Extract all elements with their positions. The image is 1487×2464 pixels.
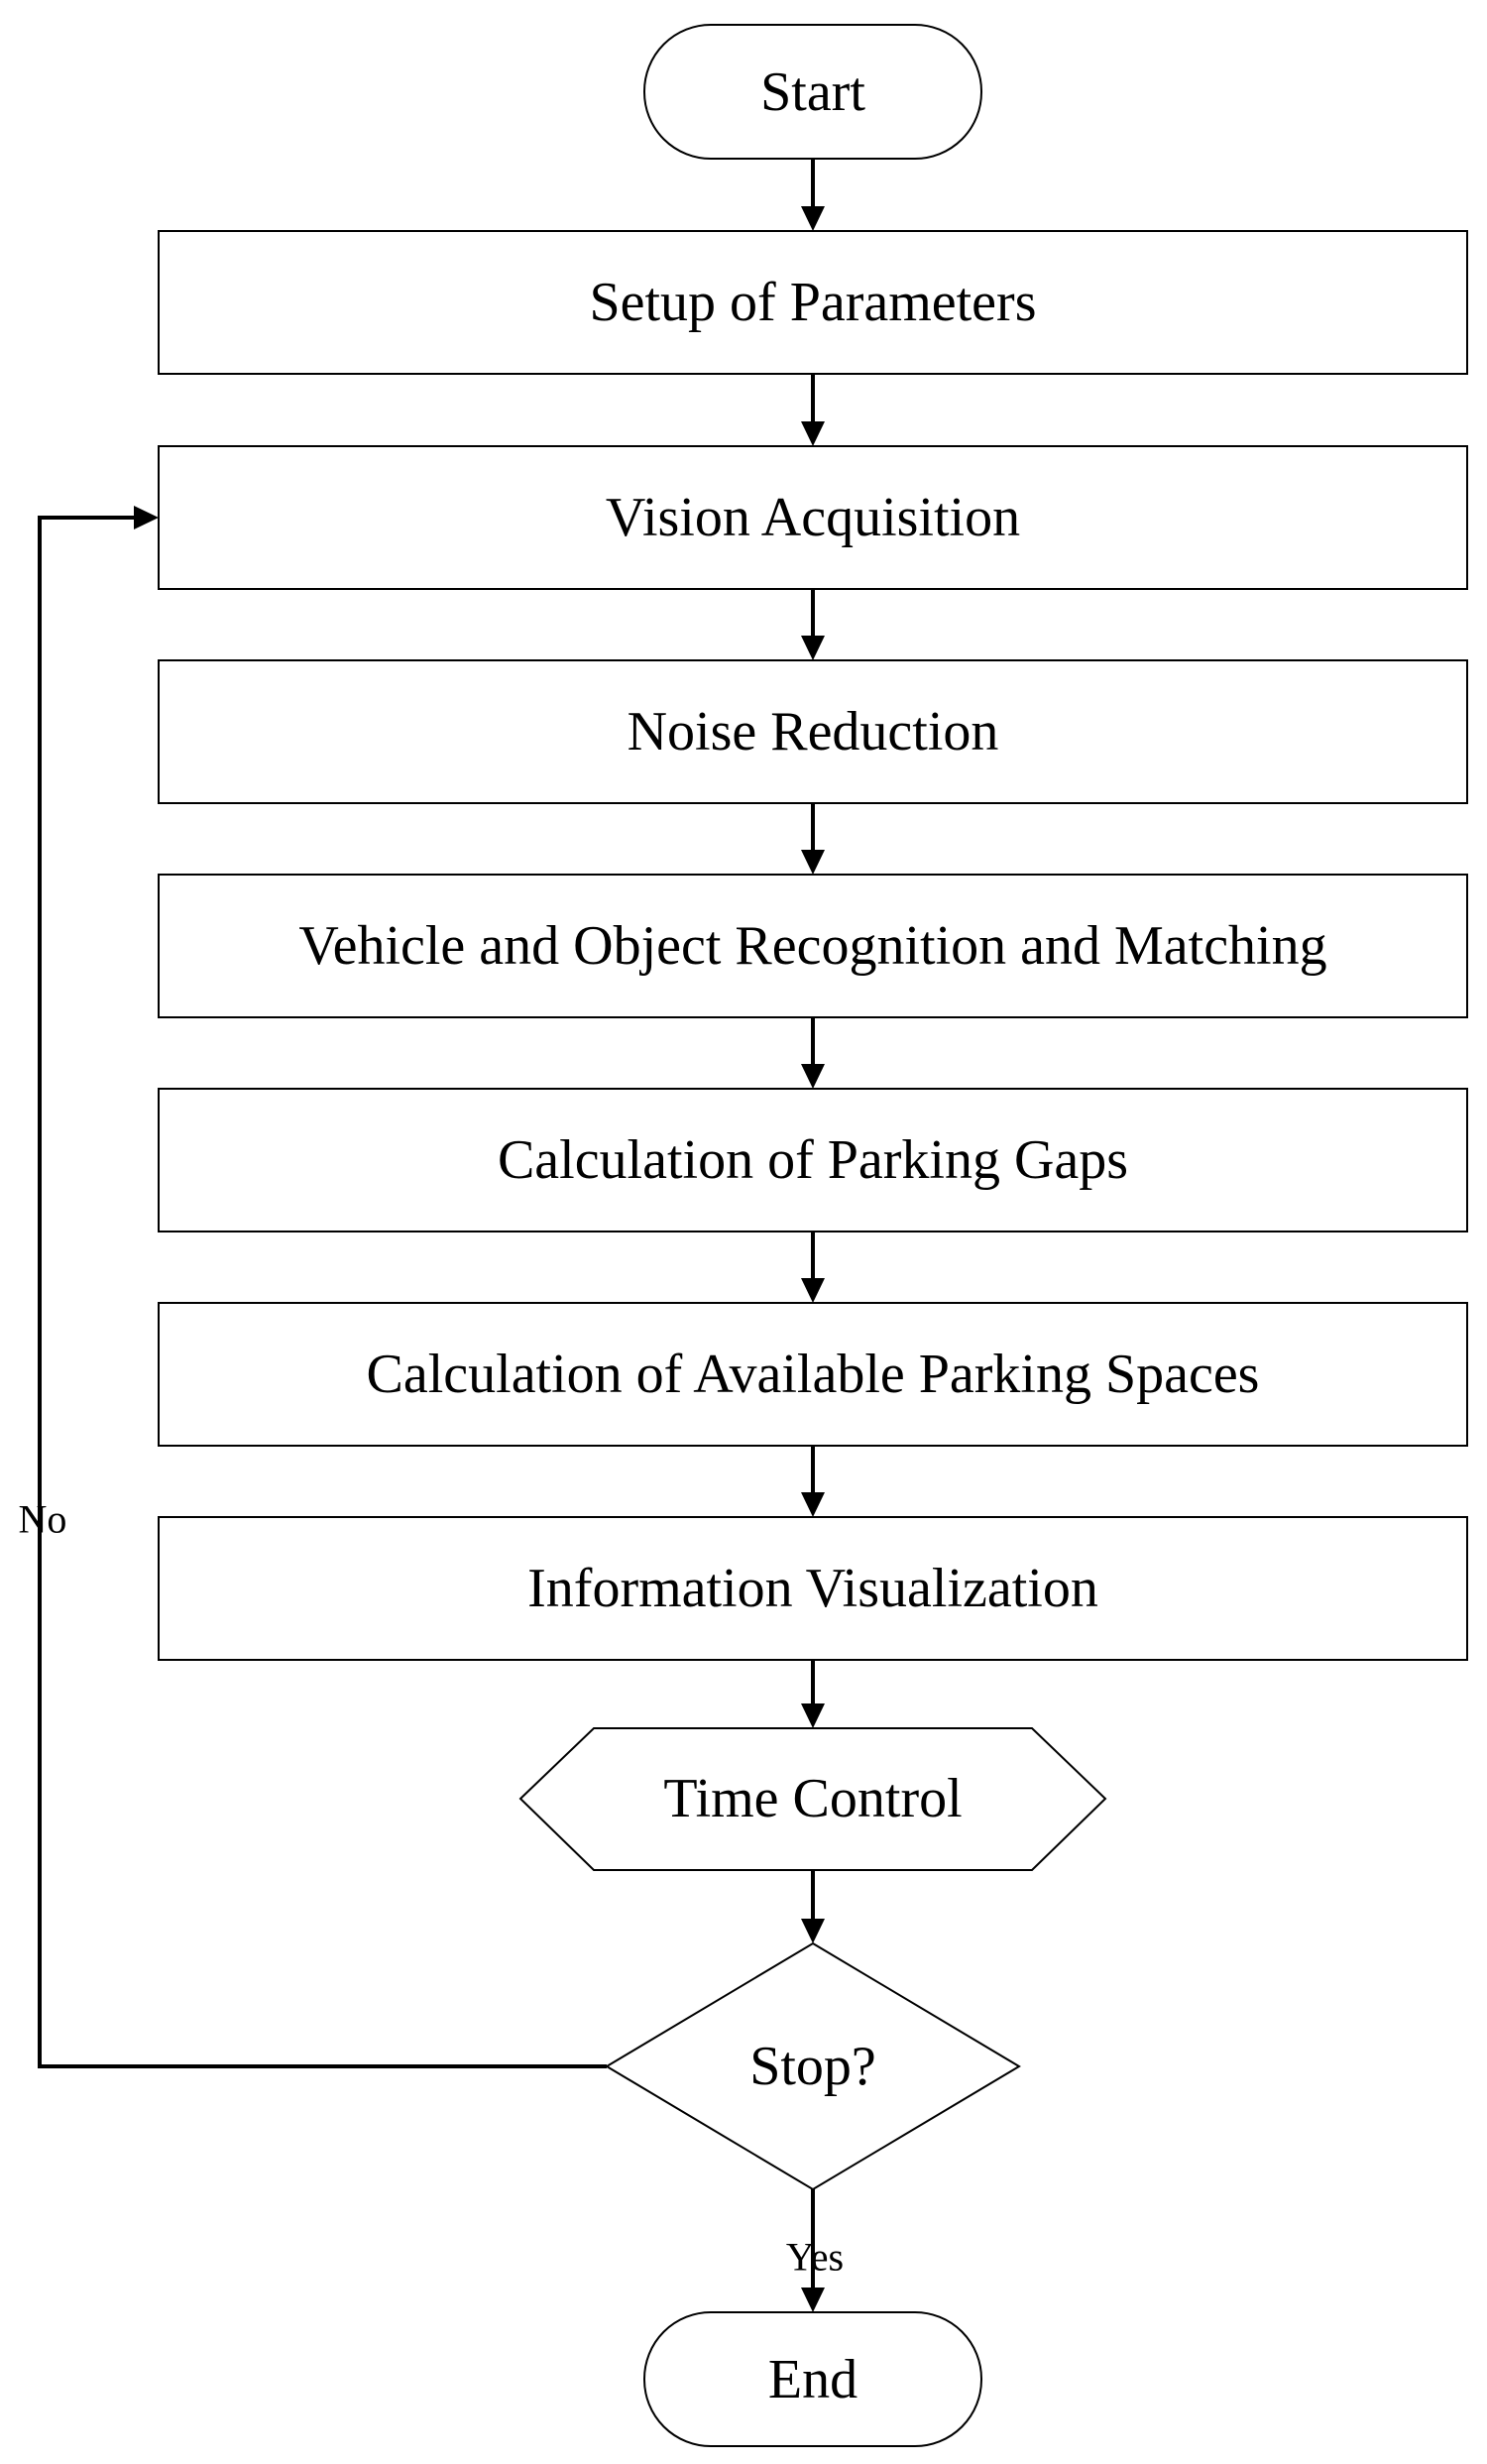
arrow-time-control-to-stop: [801, 1870, 825, 1943]
arrow-no-loop: [38, 506, 607, 2068]
vision-acquisition-node: Vision Acquisition: [158, 445, 1468, 590]
stop-decision-node: Stop?: [605, 1941, 1021, 2191]
start-node: Start: [643, 24, 982, 160]
available-spaces-node: Calculation of Available Parking Spaces: [158, 1302, 1468, 1447]
noise-reduction-label: Noise Reduction: [628, 701, 999, 763]
arrow-gaps-to-spaces: [801, 1232, 825, 1303]
noise-reduction-node: Noise Reduction: [158, 659, 1468, 804]
arrow-noise-to-recognition: [801, 803, 825, 875]
parking-gaps-node: Calculation of Parking Gaps: [158, 1088, 1468, 1232]
arrow-visualization-to-time-control: [801, 1660, 825, 1728]
arrow-setup-to-vision: [801, 374, 825, 446]
available-spaces-label: Calculation of Available Parking Spaces: [367, 1344, 1260, 1405]
information-visualization-label: Information Visualization: [527, 1558, 1098, 1619]
setup-parameters-label: Setup of Parameters: [590, 272, 1037, 333]
start-label: Start: [760, 61, 865, 123]
recognition-matching-node: Vehicle and Object Recognition and Match…: [158, 874, 1468, 1018]
end-node: End: [643, 2311, 982, 2447]
arrow-recognition-to-gaps: [801, 1017, 825, 1089]
yes-branch-label: Yes: [786, 2235, 844, 2280]
end-label: End: [768, 2349, 858, 2410]
time-control-node: Time Control: [518, 1727, 1107, 1871]
no-branch-label: No: [19, 1497, 67, 1542]
time-control-label: Time Control: [663, 1768, 962, 1829]
parking-gaps-label: Calculation of Parking Gaps: [498, 1129, 1128, 1191]
arrow-vision-to-noise: [801, 589, 825, 660]
arrow-spaces-to-visualization: [801, 1446, 825, 1517]
vision-acquisition-label: Vision Acquisition: [606, 487, 1020, 548]
arrow-stop-to-end: [801, 2189, 825, 2312]
information-visualization-node: Information Visualization: [158, 1516, 1468, 1661]
arrow-start-to-setup: [801, 159, 825, 231]
setup-parameters-node: Setup of Parameters: [158, 230, 1468, 375]
stop-decision-label: Stop?: [749, 2036, 876, 2097]
recognition-matching-label: Vehicle and Object Recognition and Match…: [298, 915, 1326, 977]
